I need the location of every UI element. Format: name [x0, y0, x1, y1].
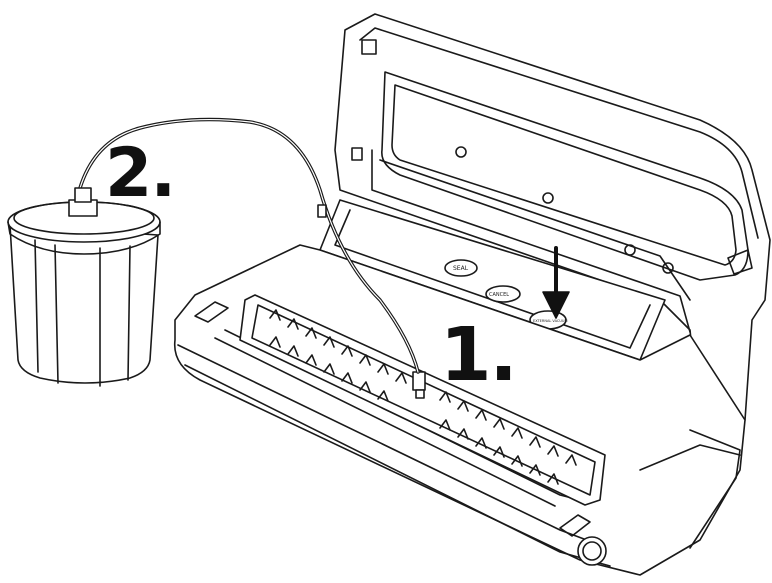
channel-ribs: [270, 310, 576, 484]
external-vacuum-button-label: EXTERNAL VACUUM: [533, 319, 568, 323]
control-panel: SEAL CANCEL EXTERNAL VACUUM: [320, 200, 665, 360]
step-2-label: 2.: [105, 134, 176, 213]
lid-clip-left: [352, 148, 362, 160]
lid-latch-top: [362, 40, 376, 54]
sealer-lid: [335, 14, 770, 440]
hose-clip: [318, 205, 326, 217]
seal-button[interactable]: [445, 260, 477, 276]
seal-button-label: SEAL: [453, 265, 469, 272]
lid-screw-1: [456, 147, 466, 157]
step-1-label: 1.: [440, 312, 518, 398]
vacuum-canister: [8, 188, 160, 386]
cancel-button-label: CANCEL: [489, 292, 509, 298]
lid-screw-4: [663, 263, 673, 273]
vacuum-sealer: SEAL CANCEL EXTERNAL VACUUM: [175, 14, 770, 575]
base-slot-left: [195, 302, 228, 322]
press-arrow: [543, 248, 569, 318]
base-knob[interactable]: [578, 537, 606, 565]
base-slot-right: [560, 515, 590, 536]
lid-screw-2: [543, 193, 553, 203]
lid-clip-right: [728, 250, 752, 274]
vacuum-channel: [240, 295, 605, 505]
cancel-button[interactable]: [486, 286, 520, 302]
